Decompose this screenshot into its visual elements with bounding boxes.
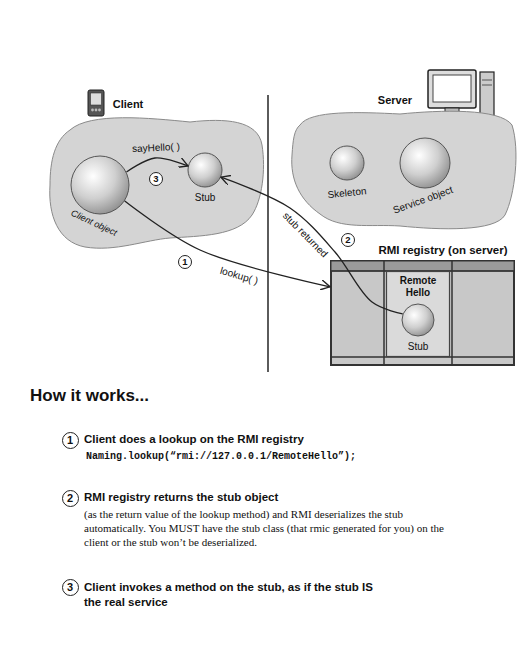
grid-line bbox=[383, 260, 385, 366]
object-ball bbox=[71, 156, 129, 214]
object-circle-outline bbox=[70, 155, 130, 215]
object-label: Skeleton bbox=[327, 185, 367, 201]
cell-label: Remote Hello bbox=[394, 275, 442, 298]
stub-circle: Stub bbox=[187, 152, 223, 188]
table-frame bbox=[331, 261, 514, 365]
skeleton-circle: Skeleton bbox=[329, 145, 365, 181]
step-note: (as the return value of the lookup metho… bbox=[84, 507, 454, 549]
callout-number: 2 bbox=[62, 490, 79, 507]
registry-heading: RMI registry (on server) bbox=[378, 244, 507, 257]
object-ball bbox=[400, 138, 450, 188]
object-label: Service object bbox=[392, 184, 455, 216]
callout-number: 3 bbox=[149, 172, 163, 186]
object-ball bbox=[402, 304, 434, 336]
cell-fill bbox=[387, 272, 450, 357]
stub-circle-outline bbox=[187, 152, 223, 188]
callout-number: 3 bbox=[62, 579, 79, 596]
skeleton-circle-outline bbox=[329, 145, 365, 181]
registry-table: RMI registry (on server)Remote HelloStub bbox=[330, 260, 515, 366]
section-heading: How it works... bbox=[30, 386, 149, 406]
table-cell: Remote HelloStub bbox=[386, 271, 450, 357]
object-ball bbox=[188, 153, 222, 187]
region-heading: Client bbox=[113, 98, 144, 111]
object-label: Stub bbox=[408, 341, 429, 353]
object-circle: Service object bbox=[399, 137, 451, 189]
stub-circle-outline bbox=[401, 303, 435, 337]
code-line: Naming.lookup(“rmi://127.0.0.1/RemoteHel… bbox=[86, 451, 356, 463]
region-heading: Server bbox=[378, 94, 412, 107]
step-title: Client does a lookup on the RMI registry bbox=[84, 433, 304, 446]
callout-number: 2 bbox=[341, 233, 355, 247]
object-label: Client object bbox=[69, 208, 118, 238]
server-region-outline bbox=[288, 108, 518, 234]
object-circle: Client object bbox=[70, 155, 130, 215]
pda-icon bbox=[88, 90, 104, 116]
stub-circle: Stub bbox=[401, 303, 435, 337]
object-ball bbox=[330, 146, 364, 180]
grid-line bbox=[451, 260, 453, 366]
edge-label: sayHello( ) bbox=[129, 141, 181, 155]
table-band bbox=[331, 261, 514, 271]
region-blob bbox=[50, 118, 264, 248]
server-region: ServerSkeletonService object bbox=[288, 108, 518, 234]
region-blob bbox=[292, 111, 516, 229]
step-title: RMI registry returns the stub object bbox=[84, 491, 278, 504]
callout-number: 1 bbox=[62, 432, 79, 449]
object-label: Stub bbox=[195, 192, 216, 204]
divider-line bbox=[267, 95, 269, 372]
step-title: Client invokes a method on the stub, as … bbox=[84, 580, 374, 610]
object-circle-outline bbox=[399, 137, 451, 189]
callout-number: 1 bbox=[178, 255, 192, 269]
